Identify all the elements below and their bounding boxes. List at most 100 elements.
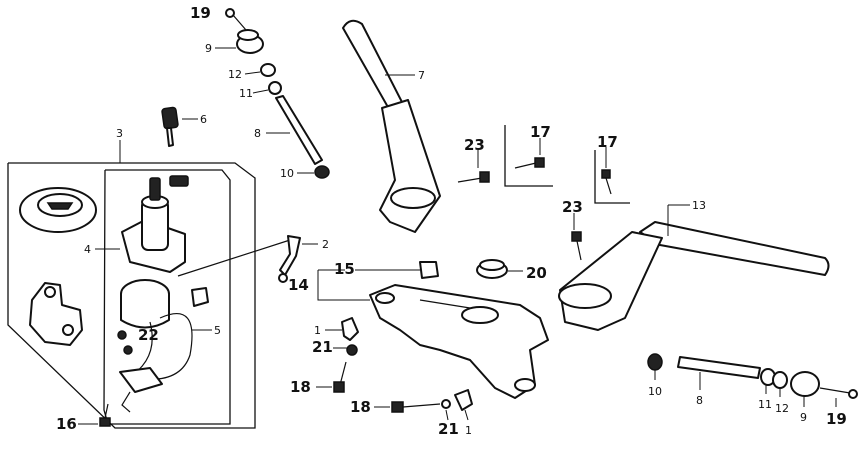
handlebar-7-clamp [379,99,441,233]
cap-lock-body [29,282,83,346]
label-7: 7 [418,69,425,82]
nut-10-top [314,165,330,179]
label-3: 3 [116,127,123,140]
switch-body [120,293,170,329]
bolt-23a-shank [457,177,483,183]
label-18a: 18 [290,378,311,396]
bolt-19-shank-top [232,14,247,31]
nut-10-br [647,353,663,371]
label-4: 4 [84,243,91,256]
bolt-19-head-br [848,389,858,399]
label-1b: 1 [465,424,472,437]
label-11-br: 11 [758,398,772,411]
screw-22b [123,345,133,355]
top-bridge-ridge [419,299,471,309]
label-14: 14 [288,276,309,294]
label-20: 20 [526,264,547,282]
leader-11-top [252,89,269,94]
top-bridge-body [369,284,549,399]
label-15: 15 [334,260,355,278]
box-17a [504,125,553,187]
frame-3-outline [7,162,256,429]
bolt-23b-shank [576,240,582,261]
bolts-top-center [457,125,630,261]
bolt-23a-head [479,171,490,183]
ignition-key [149,177,161,201]
label-1a: 1 [314,324,321,337]
label-11-top: 11 [239,87,253,100]
bolt-17a-shank [514,162,537,169]
screw-22 [117,330,127,340]
weight-9-br [790,371,820,397]
bolt-23b-head [571,231,582,242]
handlebar-13-clamp [559,231,663,331]
handlebar-7-grip [342,19,406,117]
label-16: 16 [56,415,77,433]
label-9-br: 9 [800,411,807,424]
bolt-17a-head [534,157,545,168]
bolt-18b-shank [402,403,441,408]
label-17a: 17 [530,123,551,141]
bolt-17b-head [601,169,611,179]
nut-15 [419,261,439,279]
top-bridge-icon [317,261,549,399]
cap-lock-barrel [44,286,56,298]
handlebar-left-icon [342,19,441,233]
label-23b: 23 [562,198,583,216]
clip-1a [341,317,359,341]
bracket-2-eye [278,273,288,283]
label-22: 22 [138,326,159,344]
label-10-br: 10 [648,385,662,398]
label-19-br: 19 [826,410,847,428]
bolt-19-shank-br [819,387,851,394]
ignition-group [7,140,291,429]
washer-21b [441,399,451,409]
label-18b: 18 [350,398,371,416]
label-23a: 23 [464,136,485,154]
top-bridge-hole [461,306,499,324]
key-blade [166,127,174,147]
key-icon [161,106,198,147]
handlebar-7-ring [390,187,436,209]
cable-to-2 [177,239,291,277]
bolt-19-head-top [225,8,235,18]
label-19-top: 19 [190,4,211,22]
label-8-br: 8 [696,394,703,407]
nut-20-icon [476,259,523,279]
label-12-top: 12 [228,68,242,81]
handlebar-13-ring [558,283,612,309]
connector-lead [121,391,131,413]
bolt-18a-head [333,381,345,393]
handlebar-13-grip [639,221,830,276]
label-21b: 21 [438,420,459,438]
label-21a: 21 [312,338,333,356]
clip-1b [454,389,473,411]
connector-block [119,367,163,393]
nut-20-top [479,259,505,271]
leader-21b [445,409,449,421]
label-17b: 17 [597,133,618,151]
label-9-top: 9 [205,42,212,55]
rod-8-top [275,95,323,165]
label-12-br: 12 [775,402,789,415]
collar-12-br [772,371,788,389]
weight-9-top-face [237,29,259,41]
ignition-key-fob [169,175,189,187]
rod-8-br [677,356,761,379]
cap-lock-pin [62,324,74,336]
wire-harness-icon [134,313,193,380]
bolts-bottom-center [316,317,473,421]
key-head [161,106,179,130]
rubber-11-top [268,81,282,95]
leader-1b [464,409,469,421]
fuel-cap-slot [46,202,74,210]
label-6: 6 [200,113,207,126]
bar-end-assembly-top [215,8,330,179]
bolt-18a-shank [339,361,347,386]
handlebar-right-icon [558,204,830,331]
label-5: 5 [214,324,221,337]
collar-12-top [260,63,276,77]
label-13: 13 [692,199,706,212]
